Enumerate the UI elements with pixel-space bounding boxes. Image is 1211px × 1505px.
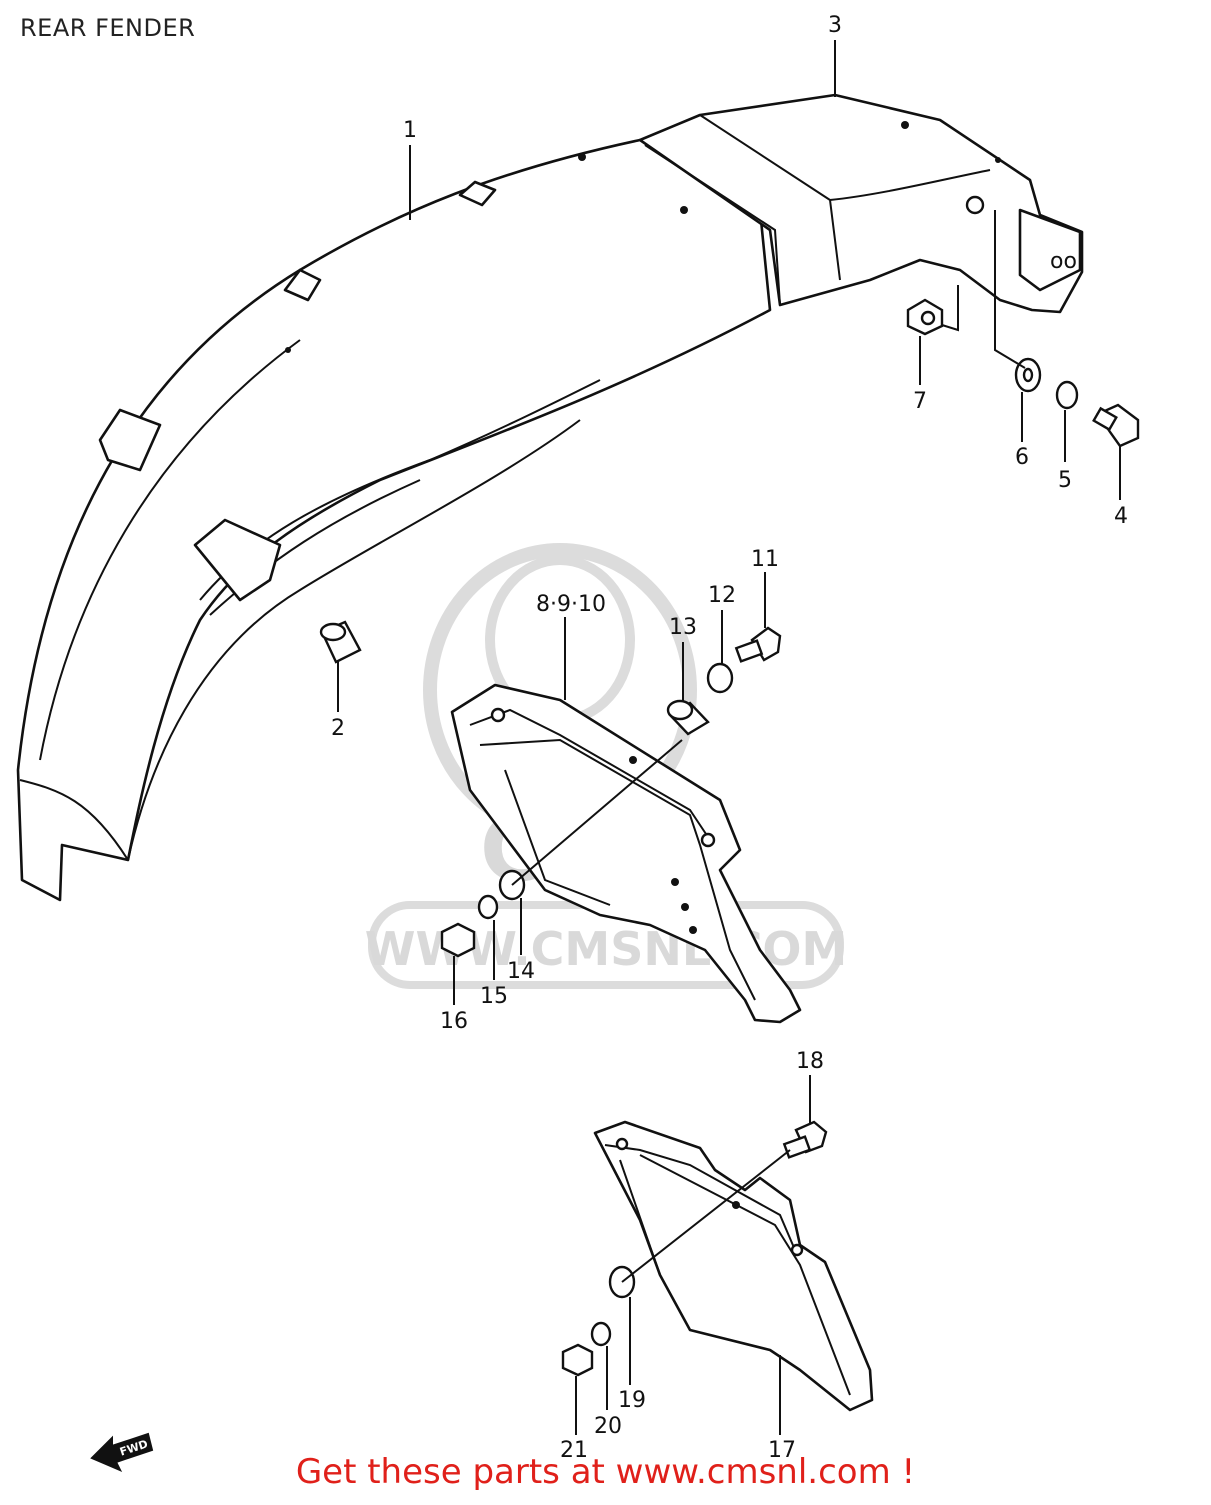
part-18-bolt bbox=[782, 1120, 828, 1159]
callout-labels: 1 2 3 4 5 6 7 8·9·10 11 12 13 14 15 16 1… bbox=[331, 13, 1128, 1463]
part-15-lock-washer bbox=[477, 894, 499, 920]
callout-19: 19 bbox=[618, 1388, 646, 1413]
part-1-rear-fender bbox=[16, 138, 772, 902]
callout-14: 14 bbox=[507, 959, 535, 984]
callout-12: 12 bbox=[708, 583, 736, 608]
callout-20: 20 bbox=[594, 1414, 622, 1439]
callout-15: 15 bbox=[480, 984, 508, 1009]
part-7-nut bbox=[906, 298, 944, 336]
leader-lines bbox=[337, 40, 1121, 1435]
part-21-nut bbox=[561, 1343, 594, 1377]
callout-4: 4 bbox=[1114, 504, 1128, 529]
callout-8-9-10: 8·9·10 bbox=[536, 592, 606, 617]
part-4-bolt bbox=[1092, 403, 1140, 448]
callout-5: 5 bbox=[1058, 468, 1072, 493]
callout-1: 1 bbox=[403, 118, 417, 143]
part-3-rear-section: oo bbox=[638, 93, 1084, 314]
part-16-nut bbox=[440, 922, 476, 958]
diagram-title: REAR FENDER bbox=[20, 14, 196, 42]
footer-link-text[interactable]: Get these parts at www.cmsnl.com ! bbox=[295, 1452, 916, 1492]
callout-13: 13 bbox=[669, 615, 697, 640]
part-20-lock-washer bbox=[590, 1321, 612, 1347]
part-5-lock-washer bbox=[1055, 380, 1079, 410]
callout-7: 7 bbox=[913, 389, 927, 414]
part-13-spacer bbox=[666, 699, 710, 736]
part-8-9-10-bracket bbox=[450, 683, 802, 1024]
callout-18: 18 bbox=[796, 1049, 824, 1074]
callout-3: 3 bbox=[828, 13, 842, 38]
callout-6: 6 bbox=[1015, 445, 1029, 470]
part-2-spacer bbox=[319, 620, 362, 664]
callout-17: 17 bbox=[768, 1438, 796, 1463]
callout-2: 2 bbox=[331, 716, 345, 741]
part-12-washer bbox=[706, 662, 734, 694]
part-11-bolt bbox=[734, 626, 782, 663]
part-17-plate bbox=[593, 1120, 874, 1412]
fwd-arrow-icon: FWD bbox=[90, 1432, 154, 1472]
callout-21: 21 bbox=[560, 1438, 588, 1463]
callout-11: 11 bbox=[751, 547, 779, 572]
callout-16: 16 bbox=[440, 1009, 468, 1034]
svg-text:oo: oo bbox=[1050, 249, 1077, 274]
